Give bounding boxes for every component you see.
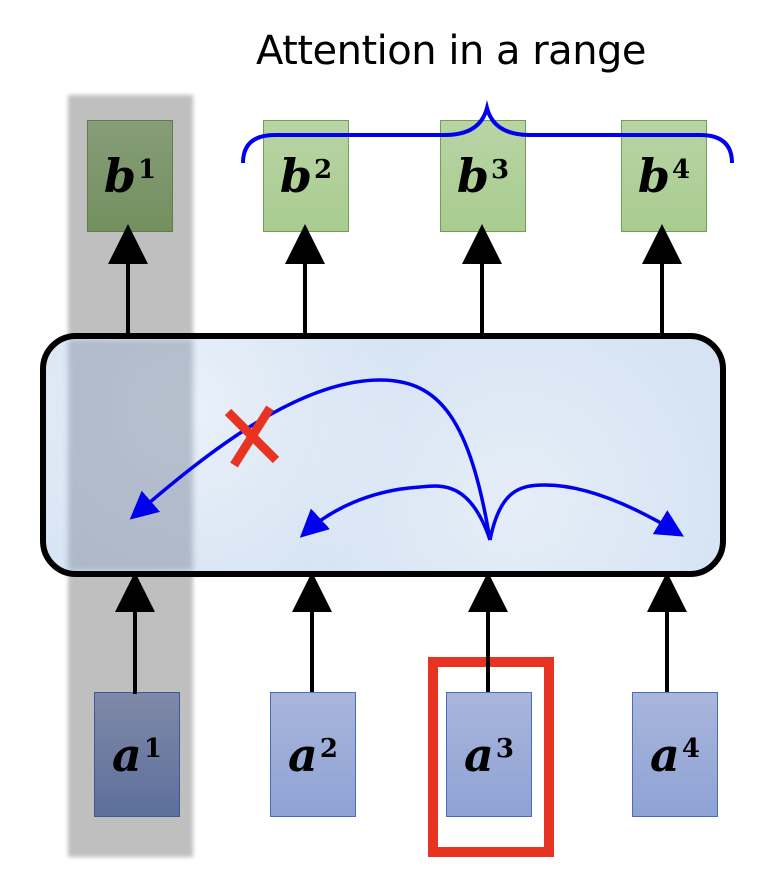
output-symbol: b [279,149,313,203]
output-index: 1 [138,155,157,185]
output-index: 2 [314,155,333,185]
output-index: 4 [672,155,691,185]
query-focus-highlight [428,657,554,857]
attention-layer [40,333,726,577]
attention-arc-to-a1-blocked [129,378,492,541]
attention-arc-to-a2 [299,484,492,541]
input-index: 1 [143,733,162,764]
input-index: 2 [319,733,338,764]
output-index: 3 [491,155,510,185]
input-symbol: a [650,727,680,782]
output-symbol: b [637,149,671,203]
input-index: 4 [681,733,700,764]
diagram-title: Attention in a range [256,28,647,74]
input-index: 3 [495,733,514,764]
blocked-x-icon [224,405,280,468]
layer-mask-shading [68,339,193,571]
range-brace [241,100,734,164]
input-symbol: a [288,727,318,782]
input-symbol: a [464,727,494,782]
attention-arc-to-a4 [488,483,684,541]
input-symbol: a [112,727,142,782]
output-symbol: b [103,149,137,203]
output-symbol: b [456,149,490,203]
